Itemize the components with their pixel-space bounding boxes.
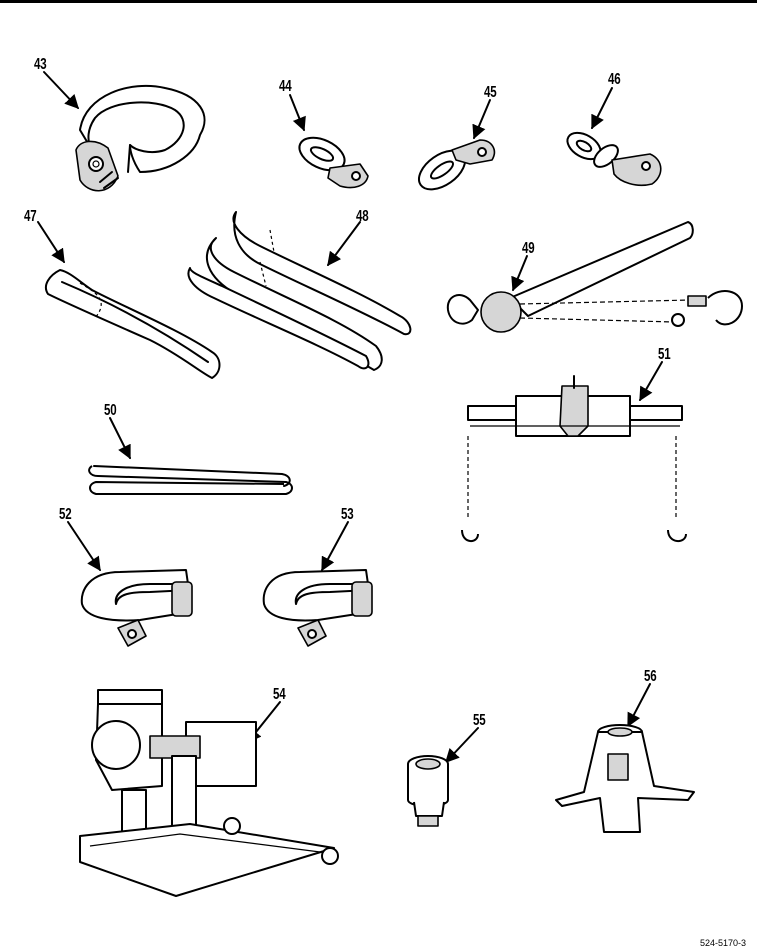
callout-44: 44: [279, 78, 292, 95]
leader-43: [43, 71, 79, 110]
callout-48: 48: [356, 208, 369, 225]
callout-54: 54: [273, 686, 286, 703]
callout-53: 53: [341, 506, 354, 523]
leader-47: [37, 221, 65, 264]
item-56-jack-stand: [555, 724, 695, 833]
leader-arrows: [37, 71, 663, 764]
callout-45: 45: [484, 84, 497, 101]
leader-56: [627, 683, 651, 728]
leader-51: [639, 361, 663, 402]
callout-56: 56: [644, 668, 657, 685]
leader-44: [289, 94, 306, 132]
item-44-link-pad: [298, 136, 369, 189]
top-rule: [0, 0, 757, 3]
item-43-band-clamp: [75, 84, 206, 192]
callout-46: 46: [608, 71, 621, 88]
callout-49: 49: [522, 240, 535, 257]
item-48-loop-strap: [187, 211, 412, 371]
item-52-shackle: [80, 569, 193, 647]
leader-55: [445, 727, 479, 764]
leader-52: [67, 521, 101, 572]
item-55-socket: [407, 755, 449, 827]
leader-53: [321, 521, 349, 572]
callout-52: 52: [59, 506, 72, 523]
leader-50: [109, 417, 131, 460]
callout-55: 55: [473, 712, 486, 729]
item-54-engine-stand: [79, 689, 339, 897]
item-46-chain-pad: [566, 131, 662, 187]
item-49-load-binder: [446, 221, 743, 333]
figure-id: 524-5170-3: [700, 938, 747, 948]
item-51-spreader-bar: [461, 375, 687, 542]
leader-45: [472, 99, 491, 140]
leader-48: [327, 221, 361, 267]
callout-43: 43: [34, 56, 47, 73]
item-47-strap: [44, 269, 221, 379]
callout-47: 47: [24, 208, 37, 225]
item-45-link-pad: [418, 139, 496, 191]
leader-49: [511, 255, 528, 292]
callout-50: 50: [104, 402, 117, 419]
item-50-strap: [88, 465, 293, 495]
item-53-shackle: [262, 569, 373, 647]
leader-46: [591, 87, 613, 130]
callout-51: 51: [658, 346, 671, 363]
